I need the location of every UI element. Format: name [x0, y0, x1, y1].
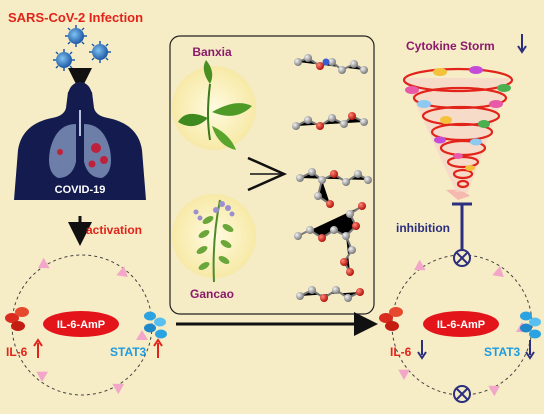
cytokine-storm-label: Cytokine Storm	[406, 39, 495, 53]
left-il6-label: IL-6	[6, 345, 28, 359]
lungs-icon	[49, 110, 111, 178]
right-il6-label: IL-6	[390, 345, 412, 359]
blocked-icon	[453, 249, 471, 267]
infection-title: SARS-CoV-2 Infection	[8, 10, 143, 25]
gancao-label: Gancao	[190, 287, 234, 301]
blocked-icon	[453, 385, 471, 403]
compound-structures-icon	[292, 54, 372, 302]
covid-label: COVID-19	[55, 184, 106, 196]
stat3-molecule-icon	[520, 311, 541, 339]
il6-amp-core	[43, 311, 119, 337]
left-cycle-arrows	[36, 257, 148, 395]
activation-label: activation	[86, 223, 142, 237]
left-stat3-label: STAT3	[110, 345, 147, 359]
right-stat3-label: STAT3	[484, 345, 521, 359]
il6-molecule-icon	[5, 307, 29, 331]
cytokine-tornado-icon	[402, 66, 514, 200]
left-il6-amp-label: IL-6-AmP	[57, 319, 105, 331]
right-il6-amp-label: IL-6-AmP	[437, 319, 485, 331]
banxia-plant-icon	[178, 60, 252, 150]
torso-icon	[14, 82, 146, 200]
stat3-molecule-icon	[144, 311, 167, 339]
il6-molecule-icon	[379, 307, 403, 331]
il6-amp-core	[423, 311, 499, 337]
banxia-label: Banxia	[192, 45, 232, 59]
banxia-glow	[172, 66, 256, 150]
gancao-plant-icon	[193, 199, 235, 283]
virus-icon	[53, 25, 111, 71]
inhibition-label: inhibition	[396, 221, 450, 235]
